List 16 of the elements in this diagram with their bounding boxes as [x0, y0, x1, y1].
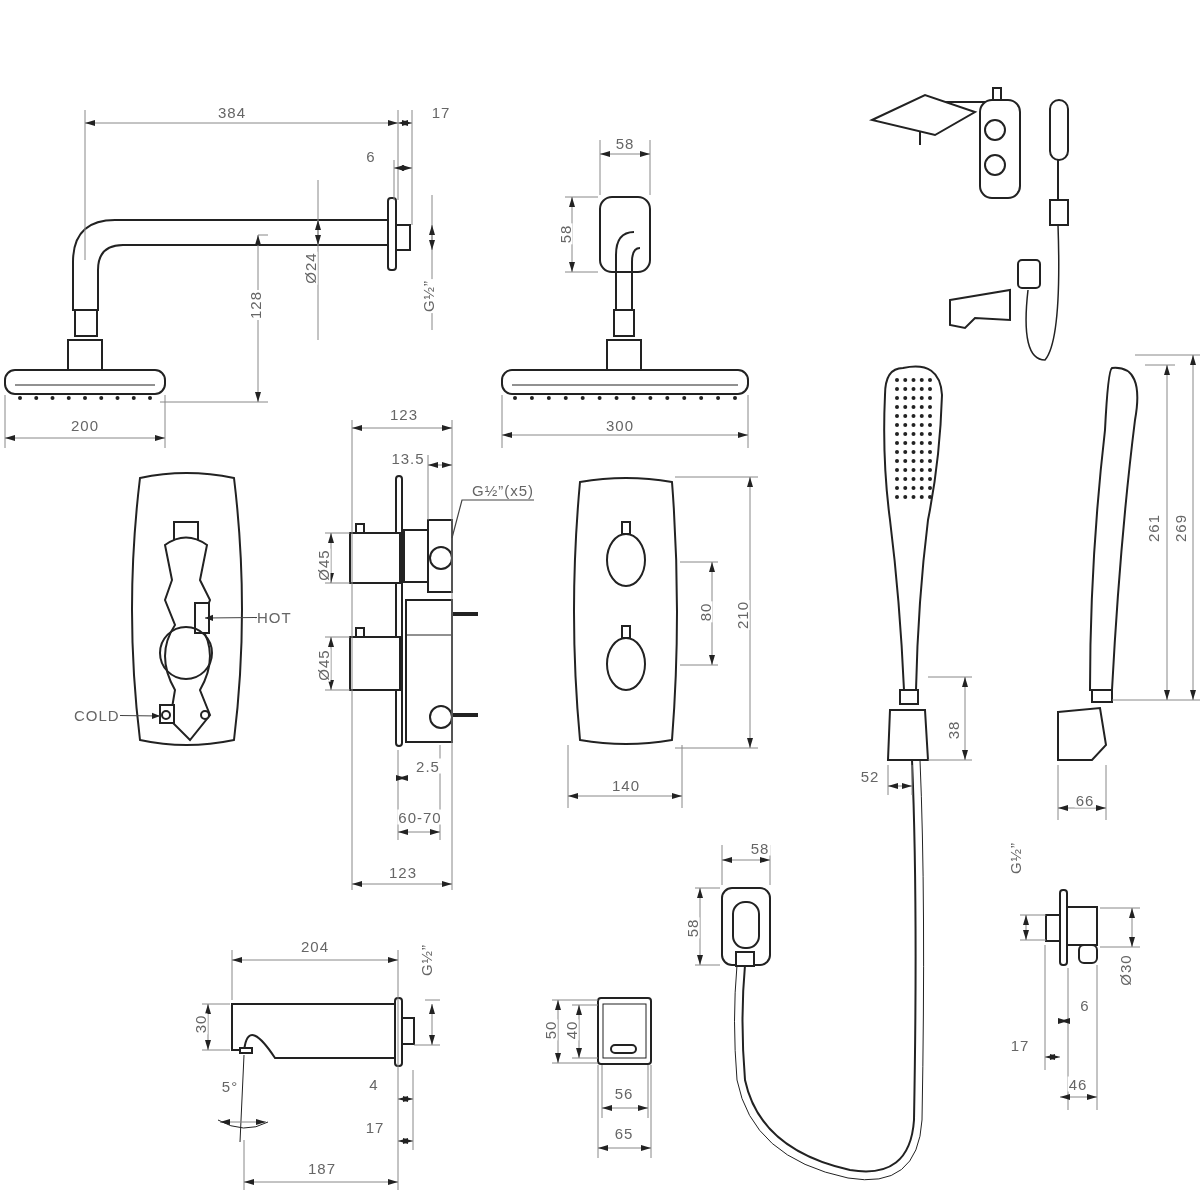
dimension-value: 46 — [1067, 1076, 1089, 1092]
leader-line — [119, 712, 161, 720]
dimension-value: G½” — [420, 278, 436, 314]
dimension-value: 60-70 — [397, 809, 443, 825]
leader-line — [451, 499, 535, 539]
dimension-value: Ø45 — [315, 548, 331, 582]
callout-label: G½”(x5) — [472, 483, 534, 498]
dimension-value: Ø45 — [315, 648, 331, 682]
dimension-value: G½” — [418, 942, 434, 978]
dimension-value: Ø30 — [1117, 953, 1133, 987]
dimension-value: 2.5 — [415, 758, 441, 774]
dimension-value: Ø24 — [302, 251, 318, 285]
callout-label: HOT — [257, 610, 292, 625]
dimension-value: G½” — [1007, 840, 1023, 876]
leader-line — [204, 614, 258, 622]
callout-label: COLD — [74, 708, 120, 723]
